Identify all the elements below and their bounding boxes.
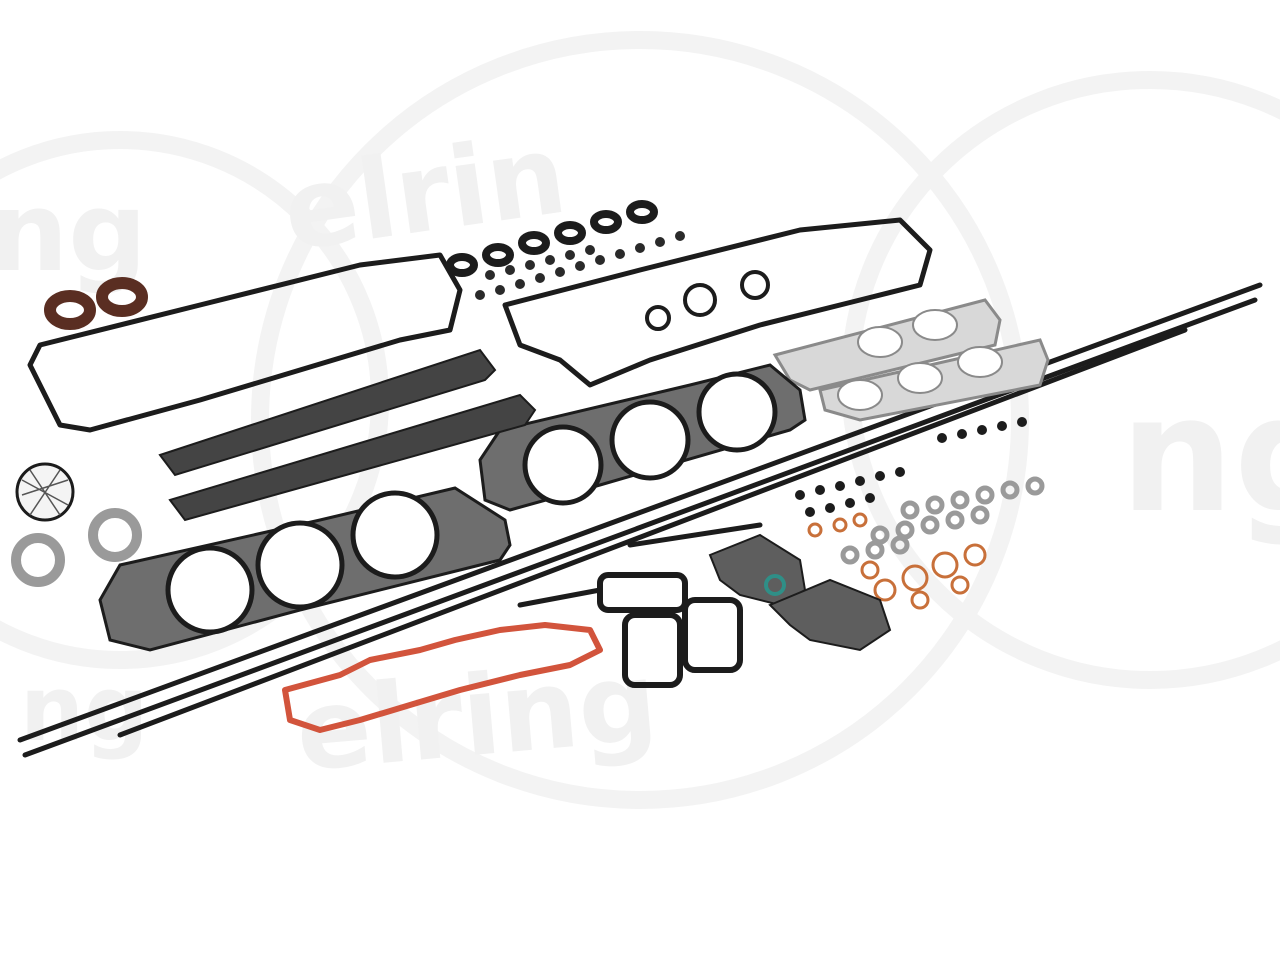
valve-stem-seals <box>446 200 658 277</box>
oil-seals <box>44 277 148 330</box>
intake-manifold-gaskets <box>158 348 537 522</box>
small-o-rings-right <box>795 417 1027 517</box>
throttle-gaskets <box>597 572 743 688</box>
svg-text:elring: elring <box>291 637 662 796</box>
cylinder-head-gasket-front <box>98 486 512 652</box>
exhaust-port-holes <box>837 309 1003 411</box>
valve-cover-gasket-left <box>27 252 463 433</box>
timing-cover-gaskets <box>708 533 892 652</box>
svg-text:ng: ng <box>0 168 147 296</box>
metal-rings-left <box>11 508 142 587</box>
plug-tube-seals <box>645 270 770 331</box>
metal-washers <box>840 476 1045 565</box>
svg-text:ng: ng <box>1120 361 1280 548</box>
rubber-intake-gasket <box>282 622 603 733</box>
svg-text:ng: ng <box>20 657 149 762</box>
elring-watermark: ng elrin ng ng elring <box>0 110 1280 796</box>
copper-washers <box>807 512 987 610</box>
seal-strips <box>17 282 1263 758</box>
small-o-rings-top <box>475 231 685 300</box>
valve-cover-gasket-right <box>502 217 933 388</box>
cylinder-head-gasket-rear <box>478 363 807 512</box>
mesh-screen <box>15 462 75 522</box>
teal-seal-ring <box>764 574 786 596</box>
